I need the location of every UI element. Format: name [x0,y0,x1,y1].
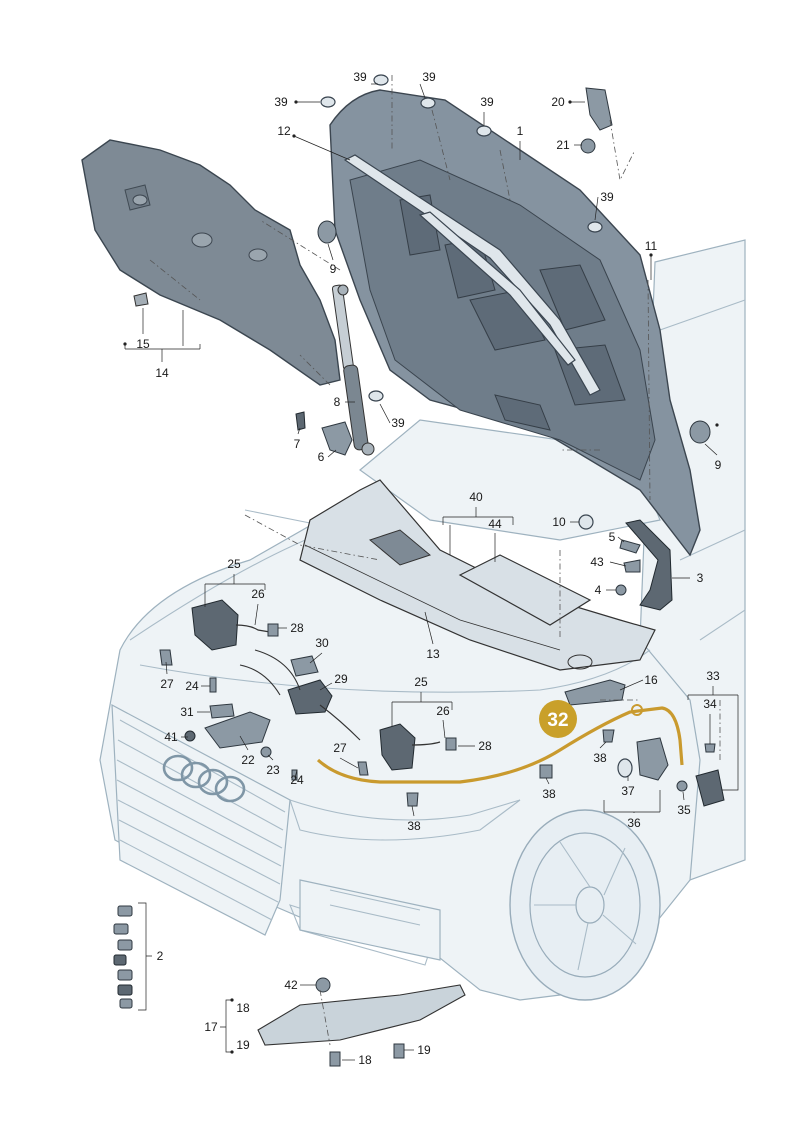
clip-15 [133,292,149,307]
callout-c12: 12 [277,124,291,138]
callout-c43: 43 [590,555,604,569]
callout-c4: 4 [595,583,602,597]
front-wheel [509,809,661,1001]
plenum-panel-13 [299,479,656,671]
callout-c13: 13 [426,647,440,661]
callout-c18a: 18 [236,1001,250,1015]
callout-c9a: 9 [330,262,337,276]
callout-c24a: 24 [185,679,199,693]
cover-44 [458,554,592,626]
callout-c44: 44 [488,517,502,531]
callout-c23: 23 [266,763,280,777]
callout-c39d: 39 [480,95,494,109]
callout-c7: 7 [294,437,301,451]
callout-c1: 1 [517,124,524,138]
leader-lines [124,83,739,1061]
hood-insulation-pad [81,139,341,386]
hinge-6 [295,411,353,456]
callout-c38b: 38 [542,787,556,801]
gas-strut [331,284,375,456]
callout-c17: 17 [204,1020,218,1034]
callout-c16: 16 [644,673,658,687]
nut-21 [580,138,596,154]
callout-c20: 20 [551,95,565,109]
callout-c5: 5 [609,530,616,544]
callout-c8: 8 [334,395,341,409]
callout-c33: 33 [706,669,720,683]
callout-c22: 22 [241,753,255,767]
callout-c39f: 39 [391,416,405,430]
hood [329,89,701,557]
brand-rings [162,754,246,803]
handle-assembly-33 [406,729,725,807]
callout-c29: 29 [334,672,348,686]
callout-c25a: 25 [227,557,241,571]
callout-c27a: 27 [160,677,174,691]
leader-dots [123,100,719,1054]
callout-c36: 36 [627,816,641,830]
plugs-39 [320,74,603,402]
release-mechanism-29 [239,649,361,741]
callout-c19b: 19 [417,1043,431,1057]
bracket-20 [585,87,613,131]
callout-c18b: 18 [358,1053,372,1067]
callout-c39e: 39 [600,190,614,204]
callout-c3: 3 [697,571,704,585]
callout-c9b: 9 [715,458,722,472]
callout-c2: 2 [157,949,164,963]
callout-c27b: 27 [333,741,347,755]
callout-c24b: 24 [290,773,304,787]
callout-c21: 21 [556,138,570,152]
hood-bumper-9a [317,220,337,244]
underbody-shield-17 [257,977,466,1067]
callout-c28b: 28 [478,739,492,753]
reference-lines [149,75,721,1046]
callout-c38a: 38 [593,751,607,765]
callout-c10: 10 [552,515,566,529]
fastener-set-2 [113,905,133,1009]
callout-c25b: 25 [414,675,428,689]
callout-c39b: 39 [353,70,367,84]
callout-c39c: 39 [422,70,436,84]
callout-c11: 11 [645,239,658,253]
callout-c34: 34 [703,697,717,711]
callout-c14: 14 [155,366,169,380]
hinge-3 [578,514,673,611]
callout-c40: 40 [469,490,483,504]
callout-c41: 41 [164,730,178,744]
callout-c37: 37 [621,784,635,798]
hood-bumper-9b [689,420,711,444]
callout-c35: 35 [677,803,691,817]
seal-strip-11 [418,211,576,366]
callout-32-label: 32 [547,710,568,731]
callout-c28a: 28 [290,621,304,635]
highlight-callout-32: 32 [539,700,577,738]
callout-c30: 30 [315,636,329,650]
seal-strip-12 [343,154,601,396]
lock-assembly-right [357,723,457,776]
bracket-16 [564,679,626,706]
callout-c19a: 19 [236,1038,250,1052]
callout-c39a: 39 [274,95,288,109]
callout-c31: 31 [180,705,194,719]
callout-c26b: 26 [436,704,450,718]
callout-c38c: 38 [407,819,421,833]
lock-assembly-left [159,599,298,781]
callout-c15: 15 [136,337,150,351]
callout-c26a: 26 [251,587,265,601]
callout-c42: 42 [284,978,298,992]
callout-c6: 6 [318,450,325,464]
grille [111,703,291,936]
release-cable-32 [316,706,684,784]
